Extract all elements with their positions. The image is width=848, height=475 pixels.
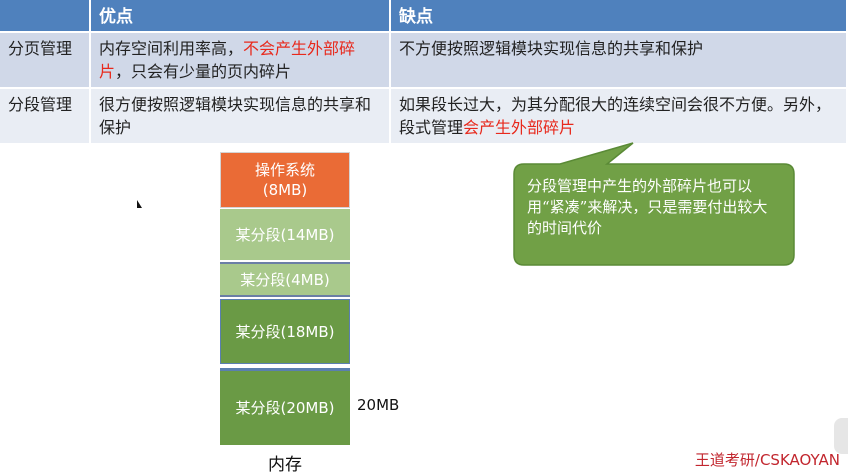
memory-block-label: 某分段(14MB) <box>235 225 335 244</box>
free-space-label: 20MB <box>357 396 400 414</box>
cons-text: 不方便按照逻辑模块实现信息的共享和保护 <box>399 39 704 58</box>
memory-block-segment: 某分段(18MB) <box>220 299 350 364</box>
cons-highlight-text: 会产生外部碎片 <box>463 118 576 137</box>
header-cell-cons: 缺点 <box>390 0 848 33</box>
memory-title: 内存 <box>268 455 302 475</box>
memory-block-label: 某分段(18MB) <box>235 322 335 341</box>
side-scroll-handle[interactable] <box>834 418 848 454</box>
pros-text-tail: ，只会有少量的页内碎片 <box>115 62 292 81</box>
table-row: 分页管理 内存空间利用率高，不会产生外部碎片，只会有少量的页内碎片 不方便按照逻… <box>0 32 848 89</box>
memory-block-label: 操作系统 <box>254 161 315 179</box>
callout-shape <box>513 142 795 266</box>
cons-text: 如果段长过大，为其分配很大的连续空间会很不方便。另外，段式管理 <box>399 95 832 137</box>
table-row: 分段管理 很方便按照逻辑模块实现信息的共享和保护 如果段长过大，为其分配很大的连… <box>0 88 848 145</box>
table-header-row: 优点 缺点 <box>0 0 848 33</box>
pros-highlight-text: 不会产生外部碎片 <box>99 39 356 81</box>
memory-block-size: (8MB) <box>262 181 308 199</box>
memory-block-segment: 某分段(14MB) <box>220 209 350 260</box>
pros-cell: 内存空间利用率高，不会产生外部碎片，只会有少量的页内碎片 <box>90 32 391 89</box>
cons-cell: 如果段长过大，为其分配很大的连续空间会很不方便。另外，段式管理会产生外部碎片 <box>390 88 848 145</box>
row-name-cell: 分页管理 <box>0 32 91 89</box>
row-name-cell: 分段管理 <box>0 88 91 145</box>
memory-block-label: 某分段(20MB) <box>235 399 335 417</box>
callout-text: 分段管理中产生的外部碎片也可以用“紧凑”来解决，只是需要付出较大的时间代价 <box>527 177 768 237</box>
pros-text: 很方便按照逻辑模块实现信息的共享和保护 <box>99 95 372 137</box>
memory-block-label: 某分段(4MB) <box>240 270 330 289</box>
memory-block-segment: 某分段(20MB) <box>220 368 350 445</box>
pros-text: 内存空间利用率高， <box>99 39 244 58</box>
memory-block-os: 操作系统 (8MB) <box>220 152 350 208</box>
header-cell-empty <box>0 0 91 33</box>
memory-block-segment: 某分段(4MB) <box>220 262 350 297</box>
header-cell-pros: 优点 <box>90 0 391 33</box>
mouse-cursor-icon <box>137 200 142 208</box>
watermark: 王道考研/CSKAOYAN <box>694 451 840 469</box>
cons-cell: 不方便按照逻辑模块实现信息的共享和保护 <box>390 32 848 89</box>
pros-cell: 很方便按照逻辑模块实现信息的共享和保护 <box>90 88 391 145</box>
comparison-table: 优点 缺点 分页管理 内存空间利用率高，不会产生外部碎片，只会有少量的页内碎片 … <box>0 0 848 145</box>
